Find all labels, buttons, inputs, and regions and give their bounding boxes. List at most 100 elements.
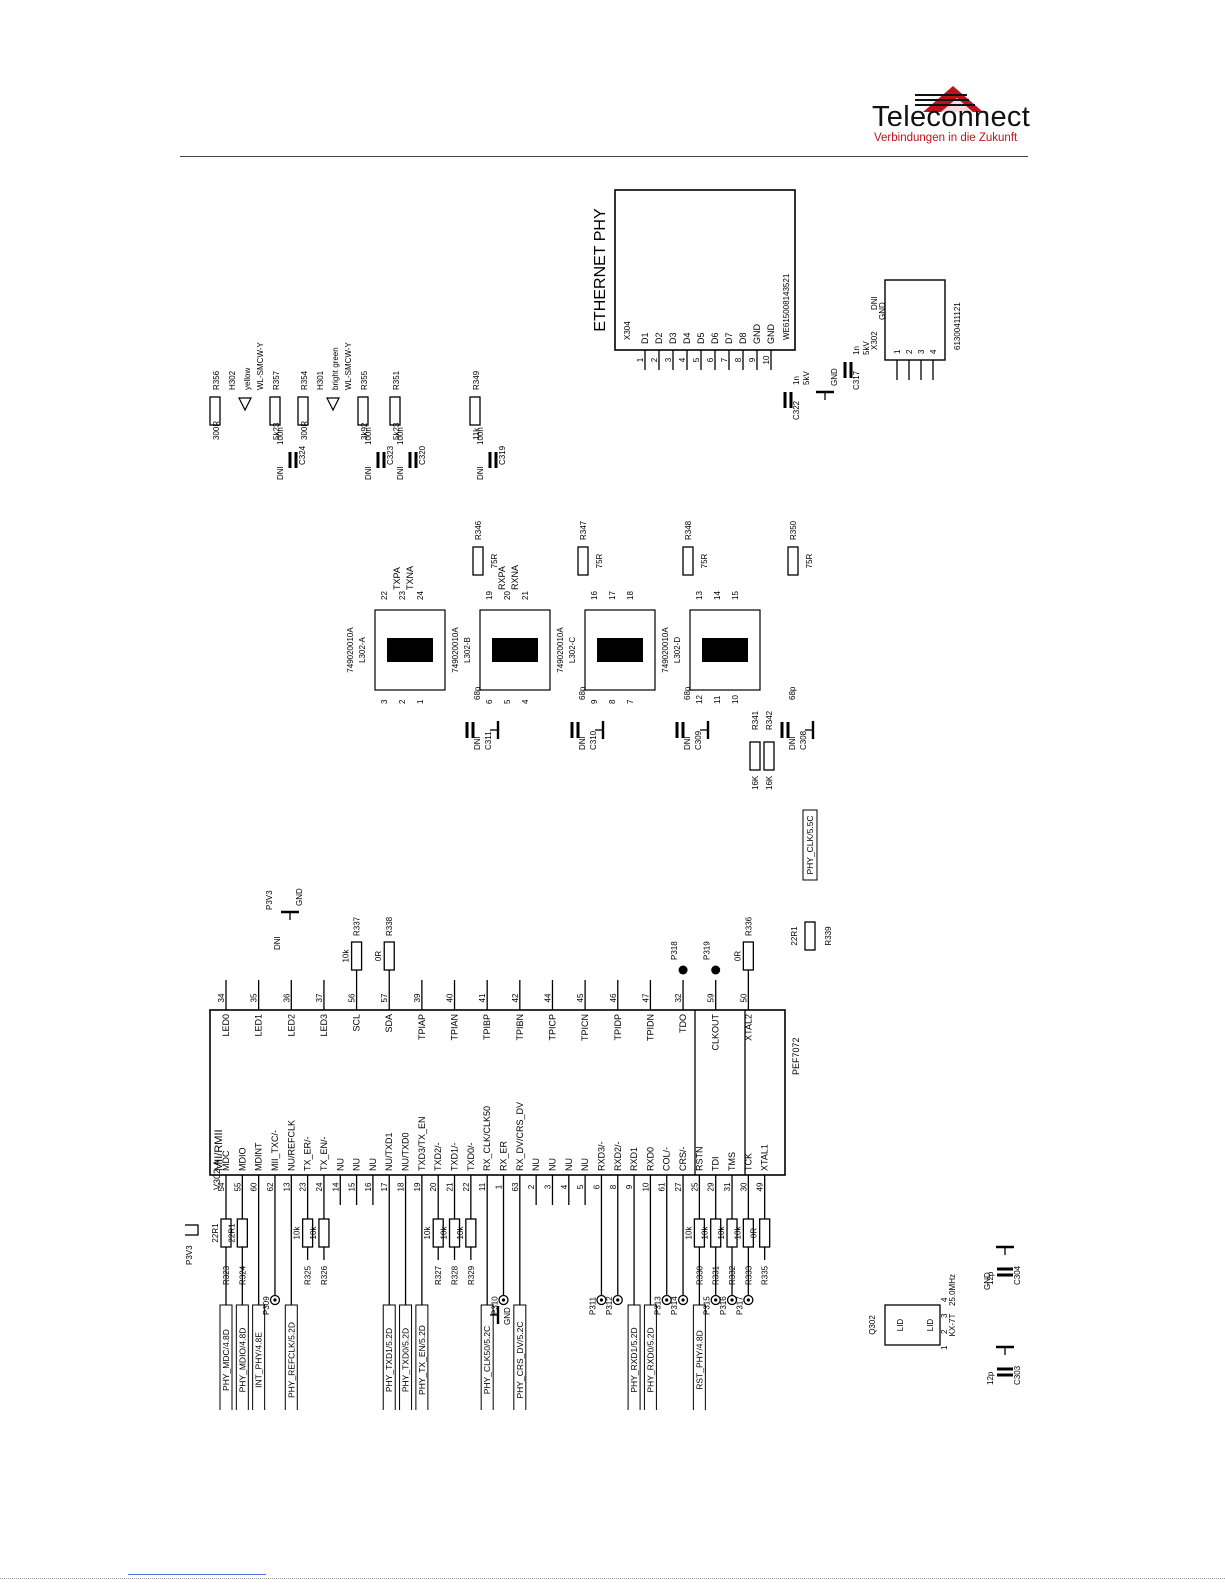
- magnetics-ref-L302-A: L302-A: [358, 636, 367, 662]
- pin-name-61: COL/-: [662, 1147, 672, 1171]
- resistor-R341: [749, 741, 761, 771]
- res-val-R350: 75R: [805, 553, 814, 568]
- res-ref-R357: R357: [272, 370, 281, 390]
- pin-num-25: 25: [690, 1182, 699, 1191]
- test-point-P309-center: [273, 1298, 277, 1302]
- magnetics-pin-19: 19: [485, 591, 494, 600]
- resistor-R337: [350, 941, 363, 971]
- pin-num-49: 49: [756, 1182, 765, 1191]
- magnetics-pin-9: 9: [590, 699, 599, 704]
- res-ref-R342: R342: [765, 710, 774, 730]
- connector-pin-num-3: 3: [664, 357, 673, 362]
- pin-name-18: NU/TXD0: [401, 1132, 411, 1171]
- pin-name-34: LED0: [221, 1014, 231, 1037]
- pin-name-46: TPIDP: [613, 1014, 623, 1041]
- pin-name-30: TCK: [743, 1153, 753, 1171]
- resistor-R348: [682, 546, 694, 576]
- pin-num-19: 19: [413, 1182, 422, 1191]
- magnetics-part-L302-C: 749020010A: [556, 627, 565, 673]
- net-label-clkout: PHY_CLK/5.5C: [805, 815, 815, 874]
- res-ref-R347: R347: [579, 520, 588, 540]
- pin-num-4: 4: [560, 1184, 569, 1189]
- led-part-H301: WL-SMCW-Y: [344, 341, 353, 390]
- magnetics-L302-C: [584, 609, 656, 691]
- resistor-R342: [763, 741, 775, 771]
- connector-pin-num-6: 6: [706, 357, 715, 362]
- connector-pin-name-9: GND: [752, 324, 762, 345]
- pin-name-6: RXD3/-: [596, 1141, 606, 1171]
- pin-num-41: 41: [478, 993, 487, 1002]
- pin-name-14: NU: [335, 1158, 345, 1171]
- magnetics-core-L302-A: [387, 638, 433, 662]
- led-H301: [326, 397, 340, 412]
- footer-link-underline[interactable]: [128, 1574, 266, 1575]
- pin-num-18: 18: [397, 1182, 406, 1191]
- led-color-H302: yellow: [243, 368, 252, 390]
- crystal-lid-a: LID: [896, 1319, 905, 1332]
- pin-num-29: 29: [707, 1182, 716, 1191]
- net-label-10: PHY_RXD0/5.2D: [645, 1327, 655, 1392]
- pin-name-45: TPICN: [580, 1014, 590, 1041]
- magnetics-pin-22: 22: [380, 591, 389, 600]
- res-val-R346: 75R: [490, 553, 499, 568]
- magnetics-part-L302-A: 749020010A: [346, 627, 355, 673]
- pin-name-25: RSTN: [694, 1147, 704, 1172]
- tp-label-P319: P319: [703, 941, 712, 960]
- connector-pin-num-10: 10: [762, 355, 771, 364]
- pin-name-32: TDO: [678, 1014, 688, 1033]
- res-ref-R329: R329: [467, 1265, 476, 1285]
- pin-num-27: 27: [674, 1182, 683, 1191]
- cap-dni-C324: DNI: [276, 466, 285, 480]
- magnetics-pin-23: 23: [398, 591, 407, 600]
- resistor-R330: [693, 1218, 706, 1248]
- cap-val-C304: 12p: [986, 1271, 995, 1285]
- pin-name-56: SCL: [352, 1014, 362, 1032]
- cap-dni-C309: DNI: [683, 736, 692, 750]
- pin-num-55: 55: [233, 1182, 242, 1191]
- pin-name-35: LED1: [254, 1014, 264, 1037]
- cap-ref-C311: C311: [484, 731, 493, 750]
- cap-dni-C311: DNI: [473, 736, 482, 750]
- resistor-R324: [236, 1218, 248, 1248]
- pin-num-63: 63: [511, 1182, 520, 1191]
- cap-dni-C308: DNI: [788, 736, 797, 750]
- pin-num-2: 2: [527, 1184, 536, 1189]
- magnetics-ref-L302-D: L302-D: [673, 637, 682, 663]
- crystal-pin-3: 3: [940, 1313, 949, 1318]
- schematic-diagram: MII/RMIIV302-APEF7072MDC5422R1R323PHY_MD…: [155, 189, 1022, 1416]
- magnetics-pin-5: 5: [503, 699, 512, 704]
- pin-num-6: 6: [592, 1184, 601, 1189]
- connector-X304: [614, 189, 796, 351]
- pin-num-61: 61: [658, 1182, 667, 1191]
- cap-ref-C323: C323: [386, 445, 395, 465]
- resistor-R347: [577, 546, 589, 576]
- magnetics-pin-8: 8: [608, 699, 617, 704]
- res-ref-R336: R336: [744, 916, 753, 936]
- header-X302: [884, 279, 946, 361]
- pin-name-36: LED2: [286, 1014, 296, 1037]
- test-point-P314-center: [681, 1298, 685, 1302]
- pin-num-13: 13: [282, 1182, 291, 1191]
- pin-name-24: TX_EN/-: [319, 1136, 329, 1171]
- res-val-R328: 10k: [440, 1226, 449, 1240]
- tp-label-P317: P317: [735, 1296, 744, 1315]
- cap-ref-C324: C324: [298, 445, 307, 465]
- logo-name: Teleconnect: [872, 101, 1031, 133]
- res-val-R355: 3k92: [360, 422, 369, 440]
- res-val-R339: 22R1: [790, 926, 799, 946]
- pin-name-5: NU: [580, 1158, 590, 1171]
- res-val-R342: 16K: [765, 775, 774, 790]
- connector-pin-num-5: 5: [692, 357, 701, 362]
- pin-num-16: 16: [364, 1182, 373, 1191]
- pin-name-4: NU: [564, 1158, 574, 1171]
- res-val-R349: 11k: [472, 427, 481, 440]
- pin-num-46: 46: [609, 993, 618, 1002]
- connector-pin-num-8: 8: [734, 357, 743, 362]
- header-part: 61300411121: [953, 302, 962, 350]
- res-ref-R335: R335: [761, 1265, 770, 1285]
- connector-pin-name-7: D7: [724, 332, 734, 344]
- res-ref-R341: R341: [751, 710, 760, 730]
- resistor-R323: [220, 1218, 232, 1248]
- pin-num-57: 57: [380, 993, 389, 1002]
